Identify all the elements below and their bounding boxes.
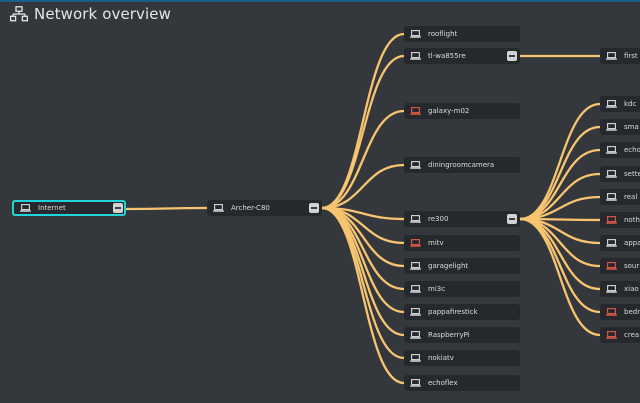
node-label: pappafirestick [428,308,478,316]
laptop-icon [404,262,426,270]
node-re300[interactable]: re300 [404,211,520,227]
connection-link [321,206,405,291]
connection-link [519,125,601,221]
laptop-icon [404,285,426,293]
node-tl-wa855re[interactable]: tl-wa855re [404,48,520,64]
collapse-button[interactable] [507,51,517,61]
node-mitv[interactable]: mitv [404,235,520,251]
node-label: re300 [428,215,449,223]
node-diningroomcamera[interactable]: diningroomcamera [404,157,520,173]
node-label: sma [624,123,639,131]
node-label: mitv [428,239,444,247]
node-label: Archer-C80 [231,204,270,212]
laptop-icon [600,52,622,60]
node-appa[interactable]: appa [600,235,640,251]
node-crea[interactable]: crea [600,327,640,343]
laptop-icon [600,285,622,293]
connection-link [321,109,405,210]
laptop-icon [600,123,622,131]
laptop-icon [404,331,426,339]
node-label: kdc [624,100,637,108]
node-rooflight[interactable]: rooflight [404,26,520,42]
laptop-icon [600,331,622,339]
laptop-icon [404,30,426,38]
laptop-icon [600,216,622,224]
node-archer-c80[interactable]: Archer-C80 [207,200,322,216]
node-label: crea [624,331,640,339]
connection-link [519,102,601,221]
connection-link [519,217,601,337]
top-accent-bar [0,0,640,2]
collapse-button[interactable] [309,203,319,213]
connection-link [519,172,601,221]
node-nokiatv[interactable]: nokiatv [404,350,520,366]
laptop-icon [600,308,622,316]
node-label: mi3c [428,285,446,293]
node-mi3c[interactable]: mi3c [404,281,520,297]
node-label: echoflex [428,379,458,387]
network-topology-icon [10,6,28,22]
node-label: bedr [624,308,640,316]
node-raspberrypi[interactable]: RaspberryPi [404,327,520,343]
laptop-icon [404,161,426,169]
node-label: xiao [624,285,639,293]
node-sma[interactable]: sma [600,119,640,135]
connection-link [321,206,405,385]
node-internet[interactable]: Internet [12,200,126,216]
node-kdc[interactable]: kdc [600,96,640,112]
node-noth[interactable]: noth [600,212,640,228]
connection-link [321,54,405,210]
connection-link [321,206,405,337]
node-real[interactable]: real [600,189,640,205]
connection-link [321,163,405,210]
laptop-icon [600,193,622,201]
node-label: RaspberryPi [428,331,470,339]
connection-link [321,206,405,360]
node-xiao[interactable]: xiao [600,281,640,297]
laptop-icon [600,100,622,108]
node-label: Internet [38,204,66,212]
node-sette[interactable]: sette [600,166,640,182]
node-sour[interactable]: sour [600,258,640,274]
laptop-icon [600,146,622,154]
node-label: galaxy-m02 [428,107,470,115]
laptop-icon [404,52,426,60]
node-garagelight[interactable]: garagelight [404,258,520,274]
laptop-icon [404,379,426,387]
laptop-icon [404,215,426,223]
node-label: real [624,193,638,201]
node-first[interactable]: first [600,48,640,64]
laptop-icon [404,354,426,362]
node-label: rooflight [428,30,458,38]
collapse-button[interactable] [507,214,517,224]
node-label: sour [624,262,640,270]
node-bedr[interactable]: bedr [600,304,640,320]
connection-link [125,206,208,211]
node-label: echo [624,146,640,154]
collapse-button[interactable] [113,203,123,213]
node-echoflex[interactable]: echoflex [404,375,520,391]
page-header: Network overview [10,4,171,24]
page-title: Network overview [34,5,171,23]
laptop-icon [600,262,622,270]
node-label: diningroomcamera [428,161,495,169]
laptop-icon [404,107,426,115]
node-pappafirestick[interactable]: pappafirestick [404,304,520,320]
node-label: sette [624,170,640,178]
node-label: tl-wa855re [428,52,466,60]
laptop-icon [600,239,622,247]
laptop-icon [14,204,36,212]
node-label: garagelight [428,262,469,270]
node-echo[interactable]: echo [600,142,640,158]
node-galaxy-m02[interactable]: galaxy-m02 [404,103,520,119]
laptop-icon [404,239,426,247]
node-label: nokiatv [428,354,454,362]
laptop-icon [600,170,622,178]
node-label: noth [624,216,640,224]
node-label: first [624,52,638,60]
laptop-icon [404,308,426,316]
node-label: appa [624,239,640,247]
laptop-icon [207,204,229,212]
